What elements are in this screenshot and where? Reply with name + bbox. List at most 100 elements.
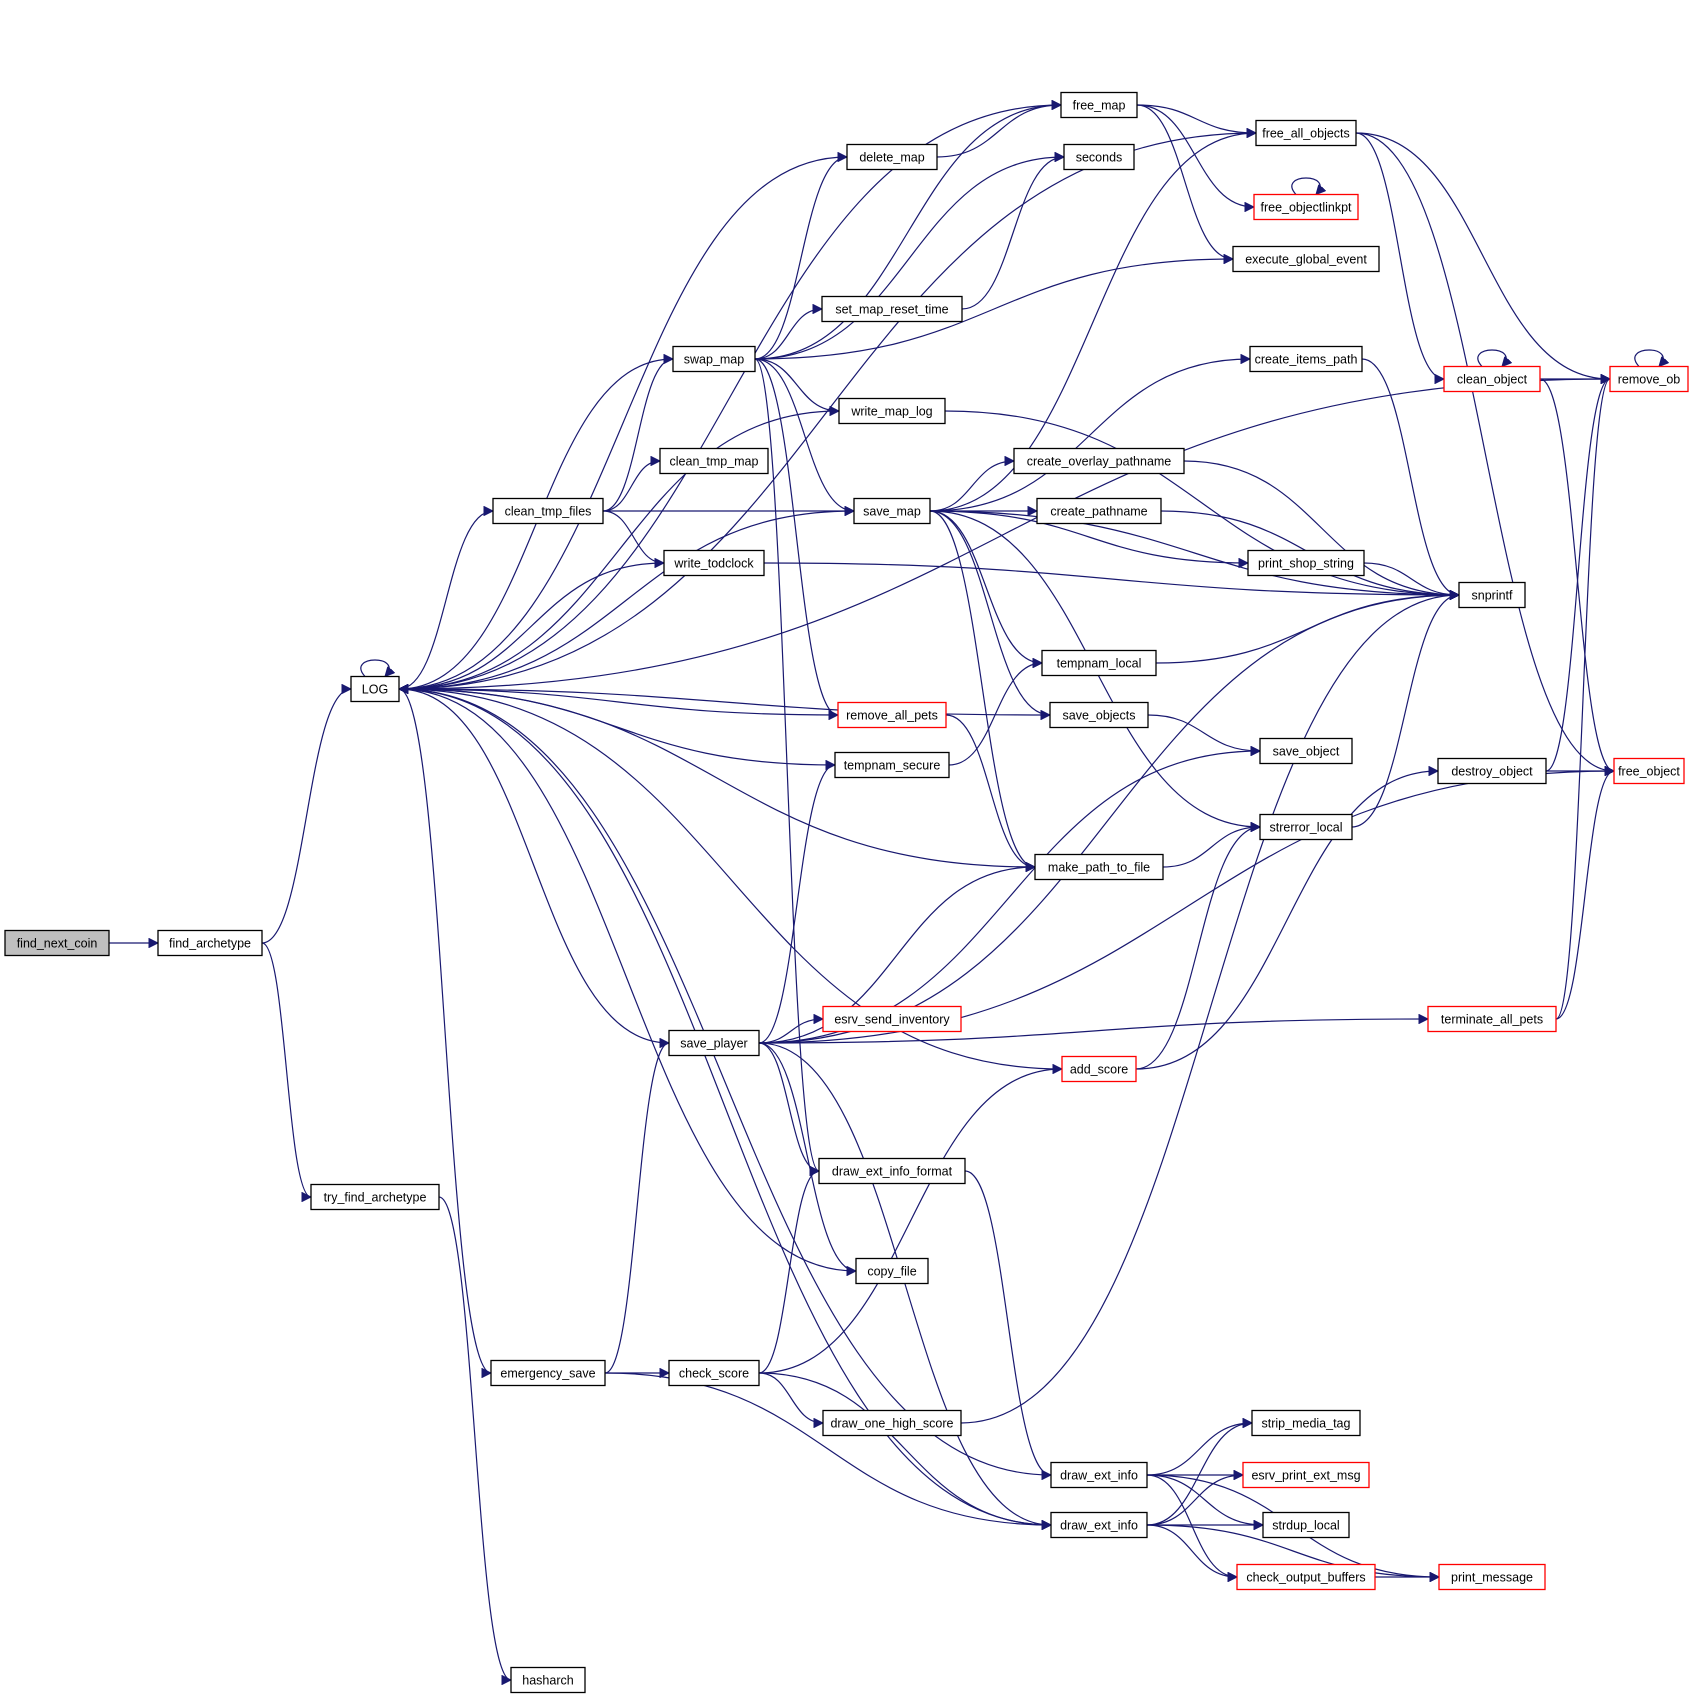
node-tempnam-local[interactable]: tempnam_local <box>1041 649 1157 677</box>
node-check-output-buffers[interactable]: check_output_buffers <box>1236 1563 1376 1591</box>
node-find-archetype[interactable]: find_archetype <box>157 929 263 957</box>
node-hasharch[interactable]: hasharch <box>510 1666 586 1694</box>
edge-check-score-to-draw-ext-info-format <box>758 1171 820 1374</box>
node-swap-map[interactable]: swap_map <box>672 345 756 373</box>
node-strip-media-tag[interactable]: strip_media_tag <box>1251 1409 1361 1437</box>
edge-path <box>399 689 839 716</box>
node-strerror-local[interactable]: strerror_local <box>1259 813 1353 841</box>
node-label: free_map <box>1073 99 1126 113</box>
node-set-map-reset-time[interactable]: set_map_reset_time <box>821 295 963 323</box>
edge-path <box>399 104 1062 689</box>
edge-path <box>754 157 847 360</box>
node-label: emergency_save <box>500 1367 595 1381</box>
node-print-message[interactable]: print_message <box>1438 1563 1546 1591</box>
node-label: print_message <box>1451 1571 1533 1585</box>
node-clean-tmp-files[interactable]: clean_tmp_files <box>492 497 604 525</box>
edge-set-map-reset-time-to-seconds <box>961 157 1064 310</box>
node-label: create_pathname <box>1050 505 1147 519</box>
node-box <box>157 929 263 957</box>
node-free-all-objects[interactable]: free_all_objects <box>1255 119 1357 147</box>
node-label: destroy_object <box>1451 765 1533 779</box>
node-label: strip_media_tag <box>1262 1417 1351 1431</box>
edge-free-map-to-LOG <box>399 104 1062 689</box>
edge-write-todclock-to-LOG <box>399 562 665 689</box>
node-create-pathname[interactable]: create_pathname <box>1036 497 1162 525</box>
node-try-find-archetype[interactable]: try_find_archetype <box>310 1183 440 1211</box>
node-remove-all-pets[interactable]: remove_all_pets <box>837 701 947 729</box>
node-remove-ob[interactable]: remove_ob <box>1609 365 1689 393</box>
node-label: esrv_send_inventory <box>834 1013 950 1027</box>
node-box <box>834 751 950 779</box>
node-save-player[interactable]: save_player <box>668 1029 760 1057</box>
edge-find-archetype-to-try-find-archetype <box>261 942 312 1197</box>
node-label: terminate_all_pets <box>1441 1013 1543 1027</box>
edge-draw-ext-info-b-to-check-output-buffers <box>1146 1524 1237 1577</box>
node-tempnam-secure[interactable]: tempnam_secure <box>834 751 950 779</box>
node-label: free_object <box>1618 765 1680 779</box>
node-delete-map[interactable]: delete_map <box>846 143 938 171</box>
node-terminate-all-pets[interactable]: terminate_all_pets <box>1427 1005 1557 1033</box>
edge-save-player-to-draw-ext-info-format <box>758 1042 820 1171</box>
node-draw-ext-info-b[interactable]: draw_ext_info <box>1050 1511 1148 1539</box>
node-draw-ext-info-a[interactable]: draw_ext_info <box>1050 1461 1148 1489</box>
node-box <box>1242 1461 1370 1489</box>
node-create-overlay-pathname[interactable]: create_overlay_pathname <box>1013 447 1185 475</box>
node-clean-tmp-map[interactable]: clean_tmp_map <box>659 447 769 475</box>
edge-draw-ext-info-a-to-strdup-local <box>1146 1474 1263 1525</box>
node-box <box>350 675 400 703</box>
node-make-path-to-file[interactable]: make_path_to_file <box>1034 853 1164 881</box>
node-write-todclock[interactable]: write_todclock <box>663 549 765 577</box>
node-free-map[interactable]: free_map <box>1060 91 1138 119</box>
node-box <box>822 1005 962 1033</box>
edge-remove-all-pets-to-LOG <box>399 689 839 716</box>
node-LOG[interactable]: LOG <box>350 675 400 703</box>
node-label: make_path_to_file <box>1048 861 1150 875</box>
node-box <box>1443 365 1541 393</box>
node-clean-object[interactable]: clean_object <box>1443 365 1541 393</box>
node-label: strdup_local <box>1272 1519 1339 1533</box>
edge-path <box>399 689 1036 868</box>
node-label: esrv_print_ext_msg <box>1251 1469 1360 1483</box>
node-destroy-object[interactable]: destroy_object <box>1437 757 1547 785</box>
edge-swap-map-to-free-map <box>754 105 1061 360</box>
node-copy-file[interactable]: copy_file <box>855 1257 929 1285</box>
edge-create-items-path-to-snprintf <box>1361 358 1459 595</box>
node-label: write_todclock <box>673 557 754 571</box>
edge-path <box>945 714 1035 867</box>
node-find-next-coin[interactable]: find_next_coin <box>4 929 110 957</box>
node-free-object[interactable]: free_object <box>1613 757 1685 785</box>
node-emergency-save[interactable]: emergency_save <box>490 1359 606 1387</box>
node-write-map-log[interactable]: write_map_log <box>838 397 946 425</box>
node-seconds[interactable]: seconds <box>1063 143 1135 171</box>
node-snprintf[interactable]: snprintf <box>1458 581 1526 609</box>
node-draw-one-high-score[interactable]: draw_one_high_score <box>822 1409 962 1437</box>
node-create-items-path[interactable]: create_items_path <box>1249 345 1363 373</box>
edge-path <box>758 867 1035 1044</box>
edge-save-player-to-tempnam-secure <box>758 765 836 1044</box>
node-save-object[interactable]: save_object <box>1259 737 1353 765</box>
edge-path <box>944 410 1459 595</box>
node-save-objects[interactable]: save_objects <box>1049 701 1149 729</box>
node-print-shop-string[interactable]: print_shop_string <box>1247 549 1365 577</box>
edge-path <box>399 132 1257 689</box>
edge-path <box>929 510 1050 715</box>
node-esrv-print-ext-msg[interactable]: esrv_print_ext_msg <box>1242 1461 1370 1489</box>
node-execute-global-event[interactable]: execute_global_event <box>1232 245 1380 273</box>
edge-make-path-to-file-to-strerror-local <box>1162 827 1260 868</box>
node-esrv-send-inventory[interactable]: esrv_send_inventory <box>822 1005 962 1033</box>
edge-tempnam-secure-to-tempnam-local <box>948 663 1042 766</box>
edge-draw-ext-info-format-to-draw-ext-info-a <box>964 1170 1052 1475</box>
node-save-map[interactable]: save_map <box>853 497 931 525</box>
node-label: save_object <box>1273 745 1340 759</box>
node-strdup-local[interactable]: strdup_local <box>1262 1511 1350 1539</box>
node-draw-ext-info-format[interactable]: draw_ext_info_format <box>818 1157 966 1185</box>
node-check-score[interactable]: check_score <box>668 1359 760 1387</box>
edge-path <box>1355 132 1445 379</box>
edge-path <box>929 133 1256 512</box>
node-add-score[interactable]: add_score <box>1061 1055 1137 1083</box>
node-free-objectlinkpt[interactable]: free_objectlinkpt <box>1253 193 1359 221</box>
edge-path <box>1146 1475 1243 1526</box>
edge-save-map-to-print-shop-string <box>929 510 1248 563</box>
edge-path <box>1146 1474 1237 1577</box>
edge-path <box>961 157 1064 310</box>
